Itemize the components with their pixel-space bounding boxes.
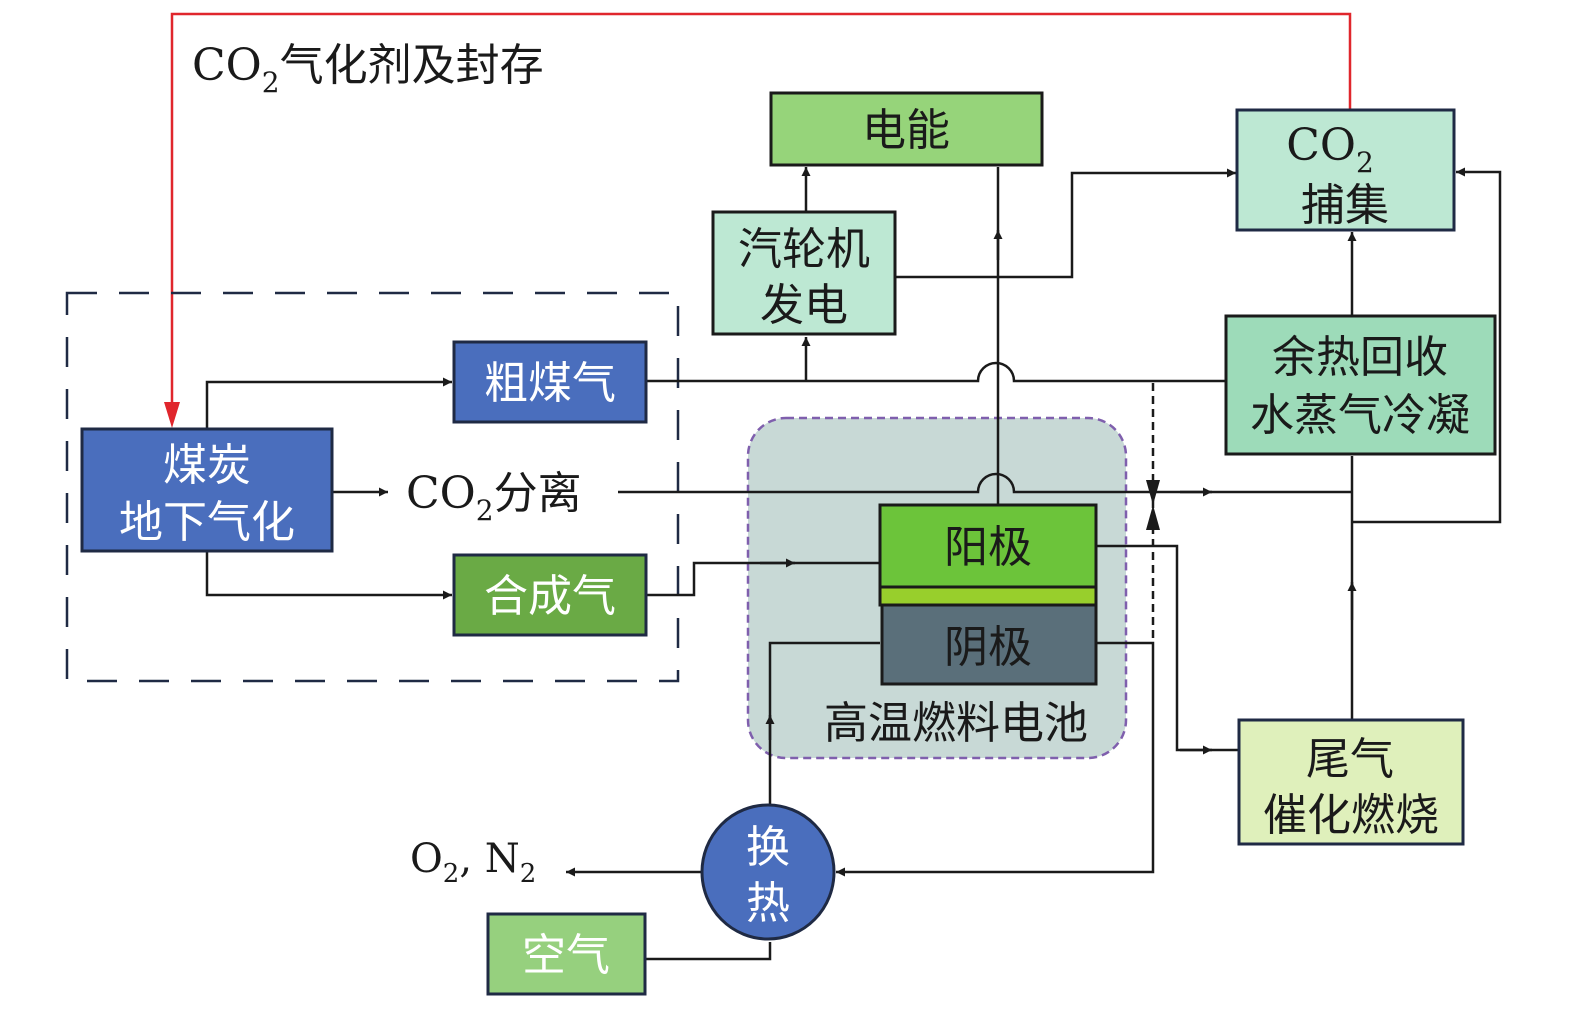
heat-exchanger: 换 热: [700, 803, 836, 941]
fuel-cell-label: 高温燃料电池: [824, 698, 1088, 749]
air-box: 空气: [486, 912, 647, 996]
capture-label: 捕集: [1301, 180, 1389, 231]
valve-down-arrow-icon: [1146, 480, 1160, 505]
electrolyte-layer: [878, 585, 1098, 607]
coal-label-2: 地下气化: [119, 497, 295, 548]
power-box: 电能: [769, 91, 1044, 167]
co2-recycle-line: [164, 12, 1352, 428]
heat-label-1: 余热回收: [1272, 332, 1448, 383]
heat-recovery-box: 余热回收 水蒸气冷凝: [1224, 314, 1497, 456]
syngas-box: 合成气: [452, 553, 648, 637]
anode-label: 阳极: [944, 522, 1032, 573]
air-label: 空气: [522, 930, 610, 981]
syngas-label: 合成气: [484, 571, 616, 622]
cathode-block: [880, 603, 1098, 686]
raw-gas-label: 粗煤气: [484, 358, 616, 409]
co2-separation-label: CO2分离: [406, 468, 582, 527]
hx-label-2: 热: [746, 878, 790, 929]
red-arrow-icon: [164, 402, 180, 428]
rawgas-to-heatrecovery-line: [647, 361, 1225, 383]
svg-text:O2, N2: O2, N2: [410, 836, 536, 889]
co2-agent-label: CO2气化剂及封存: [192, 40, 544, 99]
svg-text:CO2气化剂及封存: CO2气化剂及封存: [192, 40, 544, 99]
hx-to-cathode-line: [768, 641, 880, 805]
svg-text:CO2分离: CO2分离: [406, 468, 582, 527]
fuel-cell-stack: 阳极 阴极 高温燃料电池: [824, 503, 1098, 749]
tail-label-1: 尾气: [1306, 734, 1394, 785]
co2sep-main-line: [618, 472, 1352, 494]
coal-to-rawgas-line: [205, 377, 452, 429]
turbine-box: 汽轮机 发电: [711, 210, 897, 336]
valve-up-arrow-icon: [1146, 505, 1160, 530]
turbine-label-1: 汽轮机: [738, 224, 870, 275]
bypass-to-capture-line: [1352, 167, 1502, 524]
tail-gas-box: 尾气 催化燃烧: [1237, 718, 1465, 846]
dashed-bypass: [1146, 383, 1160, 643]
heat-label-2: 水蒸气冷凝: [1250, 390, 1470, 441]
svg-text:CO2: CO2: [1286, 120, 1374, 179]
raw-gas-box: 粗煤气: [452, 340, 648, 424]
hx-label-1: 换: [746, 822, 790, 873]
flow-lines: [205, 167, 1502, 961]
coal-label-1: 煤炭: [163, 440, 251, 491]
gasification-group-boundary: [65, 291, 680, 683]
anode-block: [878, 503, 1098, 589]
cathode-label: 阴极: [944, 622, 1032, 673]
air-to-hx-line: [646, 942, 772, 961]
co2-capture-box: CO2 捕集: [1235, 108, 1456, 232]
coal-to-syngas-line: [205, 551, 452, 600]
tail-label-2: 催化燃烧: [1263, 790, 1439, 841]
power-label: 电能: [862, 105, 950, 156]
exhaust-label: O2, N2: [410, 836, 536, 889]
coal-gasification-box: 煤炭 地下气化: [80, 427, 334, 553]
turbine-label-2: 发电: [760, 280, 848, 331]
cathode-to-hx-line: [836, 641, 1155, 877]
turbine-to-capture-line: [896, 168, 1236, 279]
